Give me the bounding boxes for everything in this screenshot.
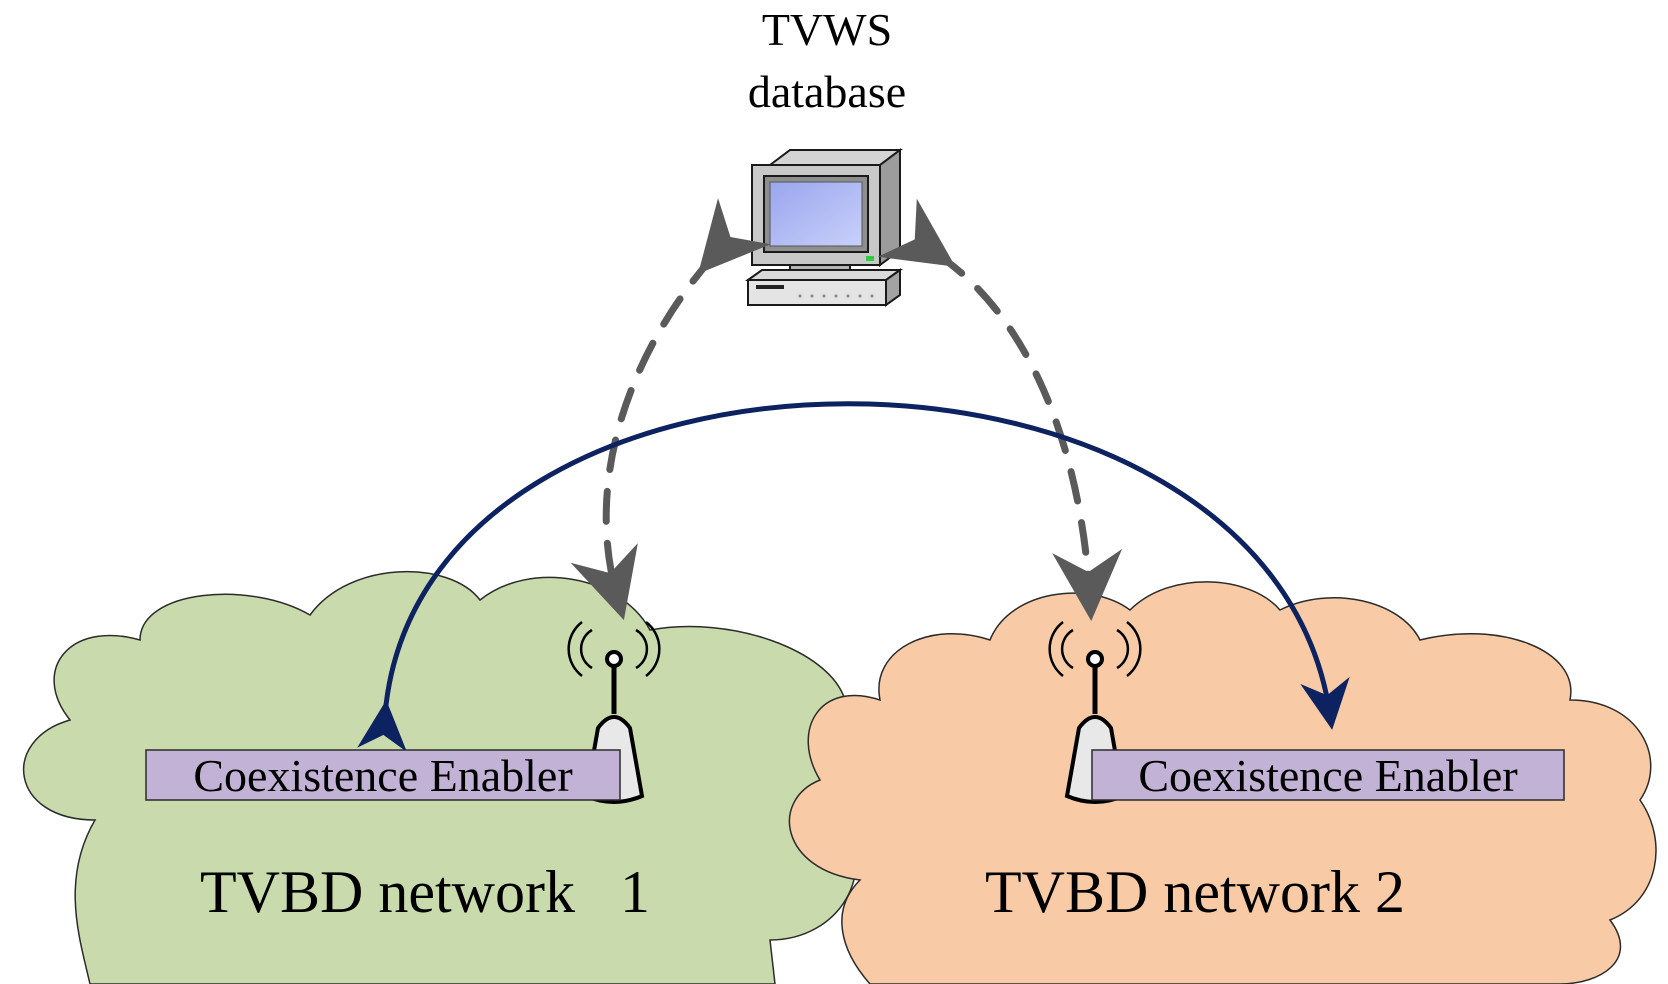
database-title-line2: database [748,66,906,117]
computer-icon [744,148,904,307]
enabler-label-1: Coexistence Enabler [193,750,572,801]
enabler-box-2 [1091,749,1565,801]
network-label-2: TVBD network 2 [985,859,1405,925]
dashed-link-network-2 [877,198,1123,621]
dashed-link-network-1 [570,198,771,621]
network-label-1: TVBD network 1 [200,859,650,925]
enabler-label-2: Coexistence Enabler [1138,750,1517,801]
enabler-link-arrow [357,401,1350,753]
coexistence-enabler-2: Coexistence Enabler [1091,749,1565,801]
database-title-line1: TVWS [762,4,892,55]
enabler-box-1 [145,749,621,801]
coexistence-enabler-1: Coexistence Enabler [145,749,621,801]
